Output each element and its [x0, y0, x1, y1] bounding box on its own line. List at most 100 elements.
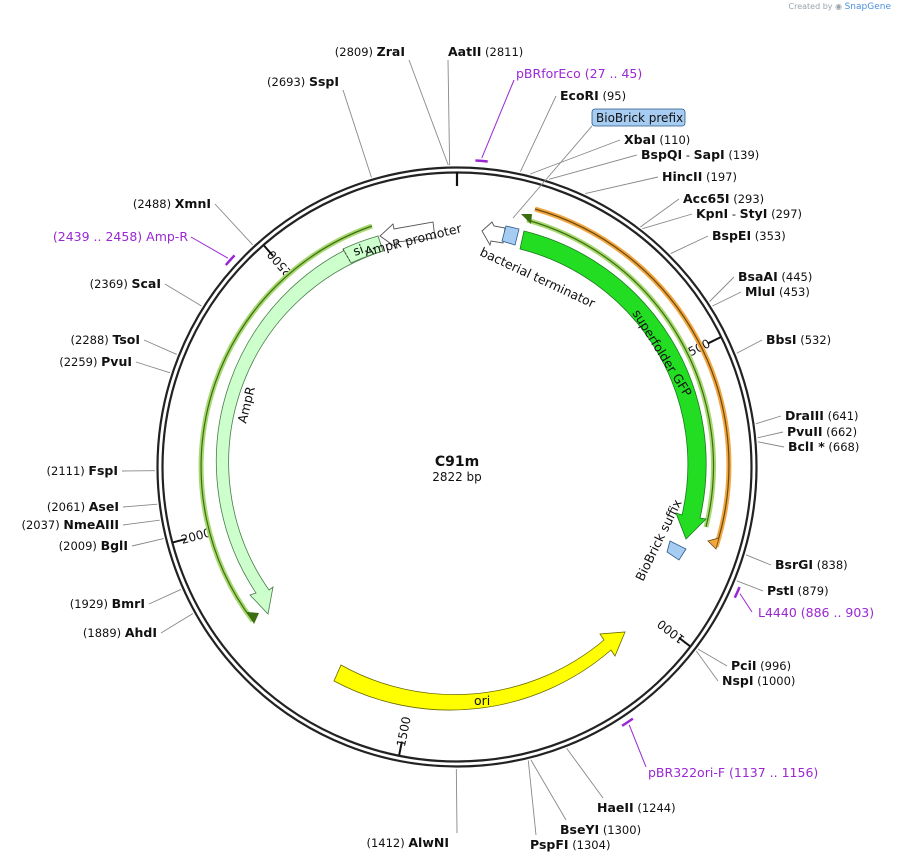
- enzyme-name: XbaI: [624, 132, 656, 147]
- enzyme-name: TsoI: [112, 332, 140, 347]
- site-position: -: [682, 148, 693, 162]
- site-label: PstI (879): [767, 583, 829, 598]
- site-leader: [527, 760, 537, 836]
- site-position: (2111): [47, 464, 85, 478]
- site-leader: [640, 198, 680, 228]
- site-leader: [447, 59, 451, 166]
- primer-label: L4440 (886 .. 903): [758, 605, 874, 620]
- plasmid-name: C91m: [435, 454, 479, 470]
- site-position: (1244): [637, 801, 675, 815]
- site-position: (641): [828, 409, 859, 423]
- site-label: (2111) FspI: [47, 463, 118, 478]
- site-leader: [757, 441, 785, 448]
- primer-name: L4440: [758, 605, 797, 620]
- site-position: (662): [826, 425, 857, 439]
- site-label: (2259) PvuI: [59, 354, 132, 369]
- enzyme-name: SapI: [694, 147, 725, 162]
- site-leader: [548, 154, 638, 180]
- site-position: (879): [798, 584, 829, 598]
- site-position: (445): [781, 270, 812, 284]
- site-leader: [131, 538, 164, 547]
- orf-green-arc-line: [526, 219, 715, 528]
- site-leader: [745, 554, 772, 566]
- primer-leader: [190, 236, 229, 259]
- site-label: BsrGI (838): [775, 557, 848, 572]
- biobrick-prefix-label: BioBrick prefix: [596, 111, 683, 125]
- primer-mark: [475, 159, 488, 163]
- site-label: BspEI (353): [712, 228, 786, 243]
- enzyme-name: AatII: [448, 44, 481, 59]
- enzyme-name: StyI: [740, 206, 768, 221]
- site-position: (2259): [59, 355, 97, 369]
- snapgene-logo-icon: ◉: [835, 2, 843, 11]
- site-leader: [519, 95, 557, 172]
- tick-mark: [263, 244, 274, 257]
- site-label: (2061) AseI: [47, 499, 119, 514]
- site-label: (2369) ScaI: [90, 276, 161, 291]
- site-leader: [148, 589, 182, 605]
- tick-mark: [678, 636, 691, 648]
- biobrick-prefix-leader: [512, 125, 593, 219]
- backbone-outer: [156, 166, 758, 768]
- snapgene-credit: Created by ◉ SnapGene: [789, 2, 892, 12]
- site-leader: [122, 519, 160, 526]
- site-position: (1304): [572, 838, 610, 852]
- enzyme-name: NspI: [722, 673, 754, 688]
- site-label: (2288) TsoI: [71, 332, 140, 347]
- site-position: (1412): [366, 836, 404, 850]
- enzyme-name: MluI: [745, 284, 775, 299]
- site-label: (2488) XmnI: [133, 196, 211, 211]
- site-label: MluI (453): [745, 284, 810, 299]
- biobrick-prefix-callout: [591, 108, 686, 127]
- site-label: BclI * (668): [788, 439, 859, 454]
- features: [198, 206, 732, 711]
- primer-range: (2439 .. 2458): [53, 229, 142, 244]
- enzyme-name: DraIII: [785, 408, 824, 423]
- site-leader: [696, 650, 719, 682]
- site-position: (2369): [90, 277, 128, 291]
- enzyme-name: BmrI: [112, 596, 145, 611]
- enzyme-name: Acc65I: [683, 191, 730, 206]
- site-label: XbaI (110): [624, 132, 690, 147]
- site-leader: [164, 283, 202, 307]
- site-label: PvuII (662): [787, 424, 857, 439]
- site-position: (453): [779, 285, 810, 299]
- primer-label: (2439 .. 2458) Amp-R: [53, 229, 188, 244]
- site-position: (2037): [22, 518, 60, 532]
- primer-name: pBRforEco: [516, 66, 581, 81]
- site-position: (2693): [267, 75, 305, 89]
- site-label: (2693) SspI: [267, 74, 339, 89]
- primer-mark: [621, 717, 634, 727]
- orf-orange-arc-line: [534, 208, 730, 548]
- site-label: AatII (2811): [448, 44, 523, 59]
- site-label: Acc65I (293): [683, 191, 764, 206]
- site-leader: [530, 759, 567, 821]
- site-leader: [455, 768, 458, 834]
- enzyme-name: BspQI: [641, 147, 682, 162]
- primer-leader: [628, 724, 647, 768]
- site-position: (297): [771, 207, 802, 221]
- enzyme-name: AhdI: [125, 625, 157, 640]
- site-position: (1300): [603, 823, 641, 837]
- site-position: (110): [659, 133, 690, 147]
- enzyme-name: HincII: [662, 169, 702, 184]
- site-label: DraIII (641): [785, 408, 859, 423]
- primer-mark: [224, 254, 236, 266]
- biobrick-suffix-label: BioBrick suffix: [632, 497, 684, 583]
- site-leader: [214, 203, 253, 246]
- site-position: -: [728, 207, 739, 221]
- site-label: PspFI (1304): [530, 837, 610, 852]
- enzyme-name: BseYI: [560, 822, 599, 837]
- enzyme-name: PvuII: [787, 424, 823, 439]
- site-label: (1412) AlwNI: [366, 835, 449, 850]
- site-label: HincII (197): [662, 169, 737, 184]
- ampr-orf-arc-line: [200, 225, 373, 622]
- site-position: (2061): [47, 500, 85, 514]
- credit-text: Created by: [788, 2, 833, 11]
- enzyme-name: PciI: [731, 658, 757, 673]
- primer-name: pBR322ori-F: [648, 765, 725, 780]
- site-leader: [122, 503, 158, 508]
- enzyme-name: BsrGI: [775, 557, 813, 572]
- enzyme-name: KpnI: [696, 206, 728, 221]
